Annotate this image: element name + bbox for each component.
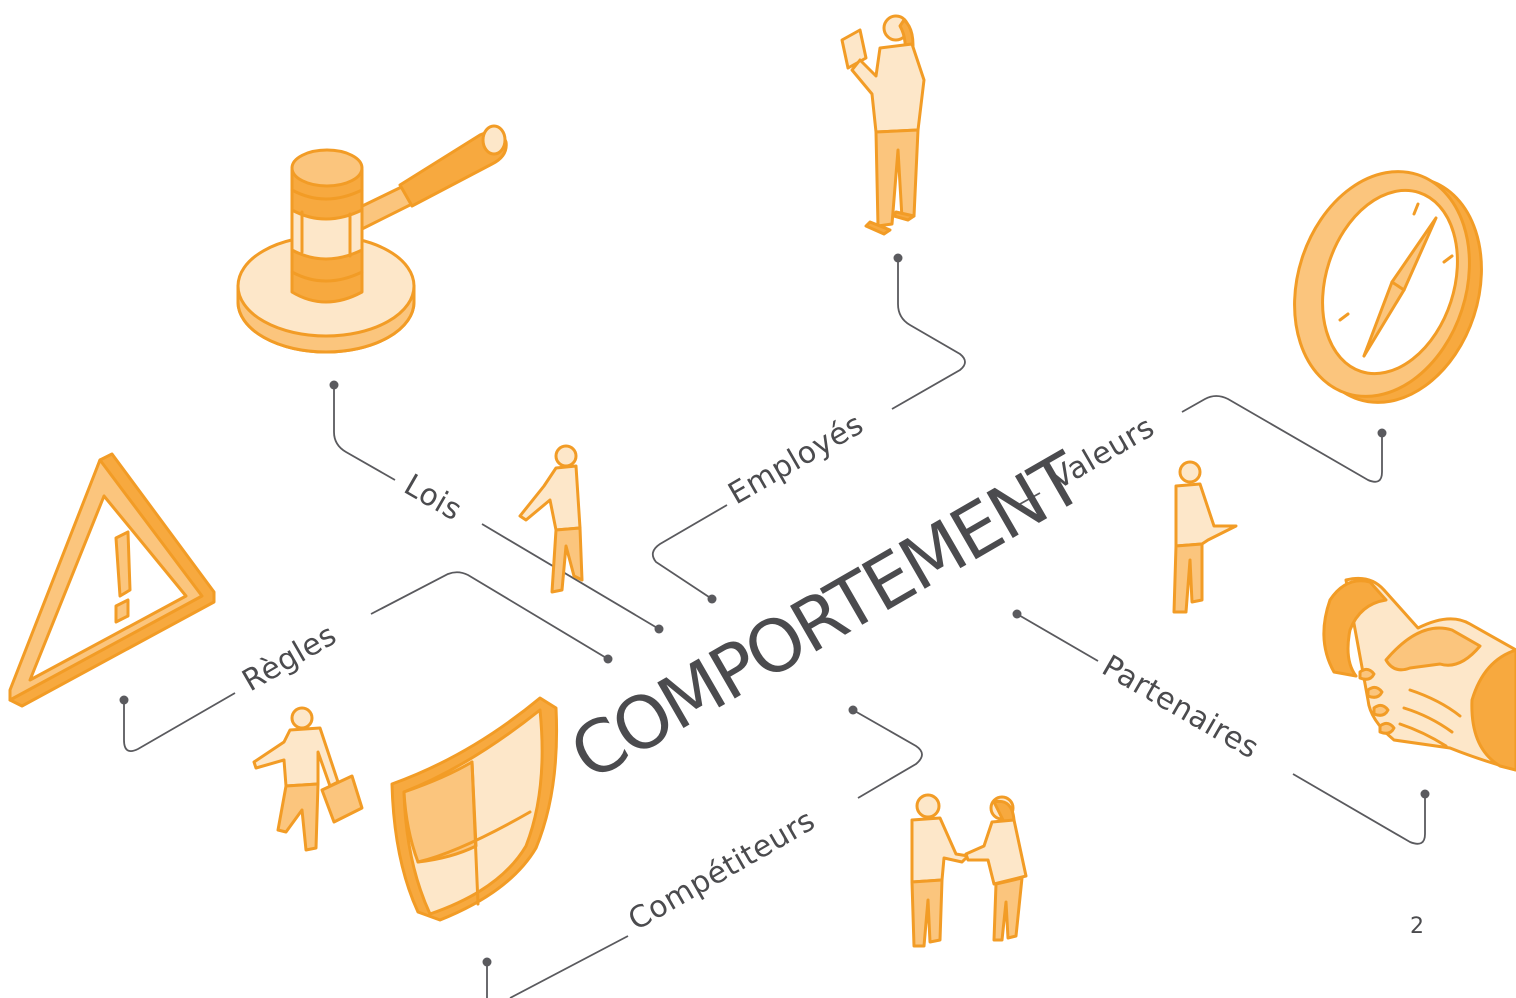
connector-employes xyxy=(651,258,966,600)
warning-triangle-icon xyxy=(8,452,216,708)
connector-lines xyxy=(119,253,1430,998)
handshake-icon xyxy=(1322,576,1516,772)
connector-dot xyxy=(893,253,903,263)
label-competiteurs: Compétiteurs xyxy=(623,803,822,938)
connector-competiteurs xyxy=(509,709,923,998)
label-regles: Règles xyxy=(237,617,343,699)
connector-regles xyxy=(123,571,609,752)
person-reading xyxy=(840,14,926,236)
person-walking xyxy=(518,444,584,594)
compass-icon xyxy=(1293,170,1483,404)
person-briefcase xyxy=(252,706,364,852)
connector-dot xyxy=(654,624,664,634)
connector-partenaires xyxy=(1016,613,1426,845)
connector-dot xyxy=(1377,428,1387,438)
connector-dot xyxy=(848,705,858,715)
label-valeurs: Valeurs xyxy=(1045,410,1161,497)
people-handshake xyxy=(910,793,1028,948)
label-employes: Employés xyxy=(723,407,870,512)
shield-icon xyxy=(390,696,559,922)
connector-dot xyxy=(1420,789,1430,799)
person-tablet xyxy=(1172,460,1238,614)
connector-dot xyxy=(1012,609,1022,619)
connector-dot xyxy=(603,654,613,664)
label-partenaires: Partenaires xyxy=(1096,649,1265,767)
label-lois: Lois xyxy=(398,468,468,529)
gavel-icon xyxy=(236,124,508,354)
connector-lois xyxy=(333,385,660,630)
connector-valeurs xyxy=(1019,395,1383,505)
page-number: 2 xyxy=(1410,914,1424,939)
connector-dot xyxy=(707,594,717,604)
connector-dot xyxy=(119,695,129,705)
connector-dot xyxy=(329,380,339,390)
connector-dot xyxy=(482,957,492,967)
